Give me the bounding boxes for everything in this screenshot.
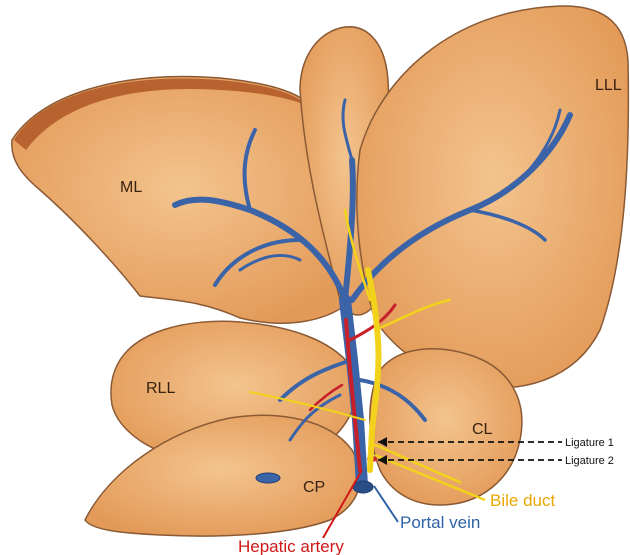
portal-vein-leader	[374, 486, 398, 522]
ligature-1-label: Ligature 1	[565, 437, 614, 449]
lobe-label-lll: LLL	[595, 77, 622, 94]
lobe-label-rll: RLL	[146, 380, 175, 397]
lobe-label-cl: CL	[472, 421, 493, 438]
liver-lobes	[12, 6, 629, 536]
hepatic-artery-label: Hepatic artery	[238, 537, 344, 555]
lobe-label-ml: ML	[120, 179, 142, 196]
bile-duct-label: Bile duct	[490, 491, 555, 510]
caudate-lobe	[370, 349, 522, 505]
ligature-2-label: Ligature 2	[565, 455, 614, 467]
portal-vein-label: Portal vein	[400, 513, 480, 532]
portal-vein-stump	[353, 481, 373, 493]
lobe-label-cp: CP	[303, 479, 325, 496]
caudate-process	[85, 415, 360, 536]
cp-vessel-stump	[256, 473, 280, 483]
